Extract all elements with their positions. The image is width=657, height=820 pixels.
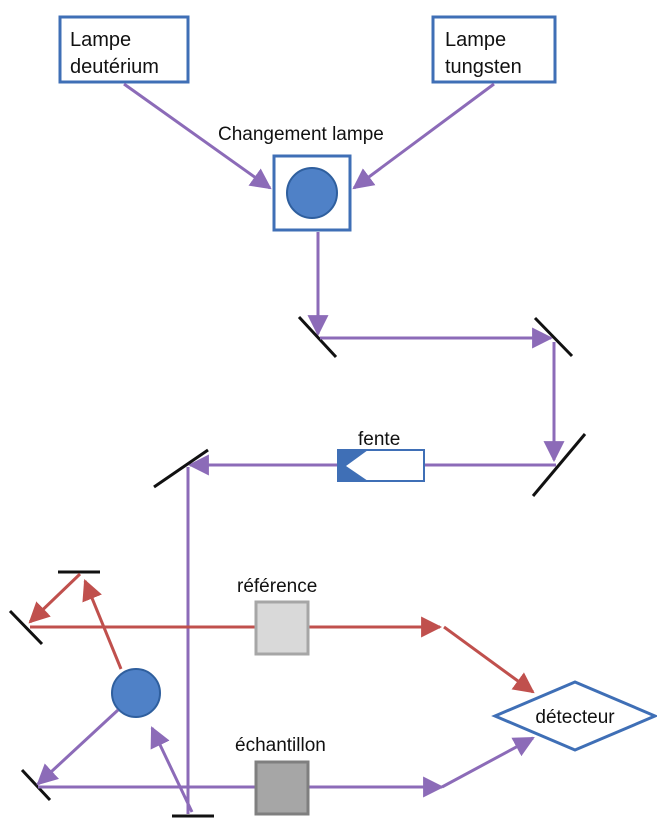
mirror-4: [153, 448, 209, 489]
tungsten-beam-arrow: [352, 82, 495, 190]
mirror-sample-left: [20, 768, 52, 802]
chopper-disc: [111, 668, 161, 718]
slit-label: fente: [358, 429, 400, 450]
slit: [337, 449, 425, 482]
mirror-2: [533, 316, 574, 358]
sample-to-detector-arrow: [441, 736, 535, 789]
reference-label: référence: [237, 576, 317, 597]
top-mirror-to-left-mirror-arrow: [28, 572, 82, 624]
mirror-reference-left: [8, 609, 44, 646]
mirror-1: [297, 315, 338, 359]
tungsten-lamp-label-line1: Lampe: [445, 29, 506, 51]
chopper-to-sample-mirror-arrow: [36, 708, 120, 786]
deuterium-lamp-label-line2: deutérium: [70, 56, 159, 78]
chopper-to-top-mirror-arrow: [82, 579, 123, 670]
lamp-switch-disc: [286, 167, 338, 219]
deuterium-beam-arrow: [123, 82, 272, 190]
beam-to-chopper-arrow: [150, 726, 194, 813]
sample-label: échantillon: [235, 735, 326, 756]
lamp-switch-label: Changement lampe: [218, 124, 384, 145]
reference-to-detector-arrow: [443, 625, 535, 694]
lamp-switch-box: [272, 154, 352, 232]
deuterium-lamp-box: Lampe deutérium: [58, 15, 190, 84]
deuterium-lamp-label-line1: Lampe: [70, 29, 131, 51]
sample-cell: [254, 760, 310, 816]
mirror-3: [531, 433, 587, 497]
reference-cell: [254, 600, 310, 656]
detector-label: détecteur: [535, 707, 615, 728]
tungsten-lamp-box: Lampe tungsten: [431, 15, 557, 84]
detector: détecteur: [491, 680, 657, 752]
tungsten-lamp-label-line2: tungsten: [445, 56, 522, 78]
